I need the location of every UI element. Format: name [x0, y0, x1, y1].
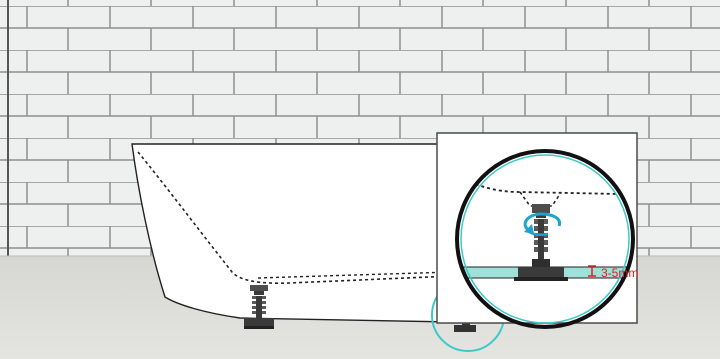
tub-inner-bottom [257, 271, 453, 279]
measure-bracket-icon [588, 265, 596, 277]
tub-inner-outline [137, 151, 453, 284]
bathtub [131, 143, 453, 323]
magnifier-ring-inner [460, 154, 630, 324]
gap-measurement-label: 3-5mm [601, 266, 638, 280]
magnifier-ring [455, 149, 635, 329]
left-foot [244, 285, 274, 329]
detail-inset: 3-5mm [436, 132, 638, 329]
rotate-arrow-icon [523, 212, 562, 236]
magnified-foot-socket [519, 191, 561, 207]
